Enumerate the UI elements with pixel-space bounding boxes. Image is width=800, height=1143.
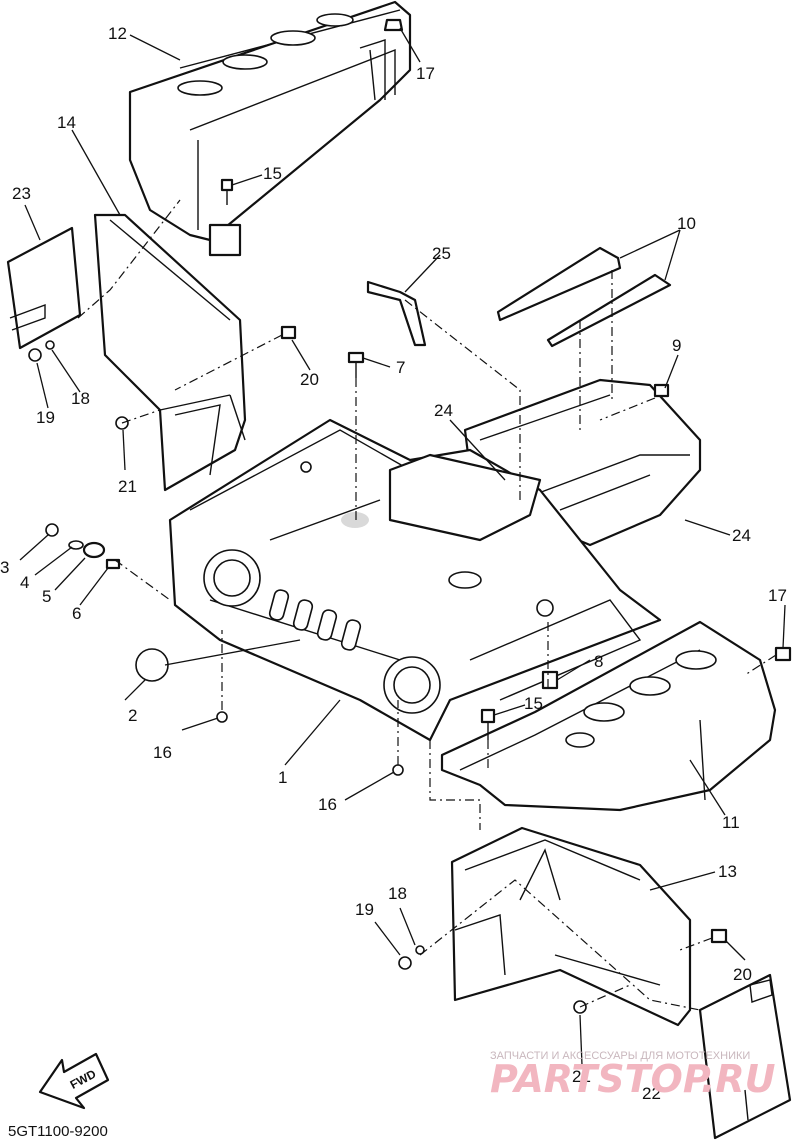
callout-19-left: 19: [36, 408, 55, 427]
callout-19-right: 19: [355, 900, 374, 919]
part-13-right-flap: [450, 826, 692, 1027]
callout-13: 13: [718, 862, 737, 881]
callout-5: 5: [42, 587, 51, 606]
callout-labels: 12 17 15 14 23 25 10 9 7 20 24 24 19 18 …: [0, 24, 787, 1103]
watermark-tagline: ЗАПЧАСТИ И АКСЕССУАРЫ ДЛЯ МОТОТЕХНИКИ: [490, 1050, 750, 1062]
callout-7: 7: [396, 358, 405, 377]
part-14-left-flap: [93, 213, 247, 492]
callout-15-center: 15: [524, 694, 543, 713]
callout-24-right: 24: [732, 526, 751, 545]
callout-10: 10: [677, 214, 696, 233]
callout-3: 3: [0, 558, 9, 577]
callout-11: 11: [722, 813, 740, 832]
callout-9: 9: [672, 336, 681, 355]
callout-25: 25: [432, 244, 451, 263]
callout-21-left: 21: [118, 477, 137, 496]
callout-15-top: 15: [263, 164, 282, 183]
callout-20-right: 20: [733, 965, 752, 984]
callout-16-center: 16: [318, 795, 337, 814]
part-10-trim: [496, 246, 672, 348]
leader-lines: [19, 27, 786, 1066]
watermark: ЗАПЧАСТИ И АКСЕССУАРЫ ДЛЯ МОТОТЕХНИКИ PA…: [490, 1050, 776, 1101]
callout-23: 23: [12, 184, 31, 203]
assembly-lines: [77, 199, 777, 1011]
callout-20-top: 20: [300, 370, 319, 389]
part-12-upper-guard: [128, 0, 412, 257]
part-25-strip: [366, 280, 427, 347]
callout-8: 8: [594, 652, 603, 671]
callout-16-left: 16: [153, 743, 172, 762]
callout-21-right: 21: [572, 1067, 591, 1086]
callout-22: 22: [642, 1084, 661, 1103]
callout-6: 6: [72, 604, 81, 623]
part-23-left-plate: [6, 226, 82, 350]
watermark-brand: PARTSTOP.RU: [490, 1057, 776, 1101]
callout-18-left: 18: [71, 389, 90, 408]
part-1-main-body: [168, 418, 662, 742]
diagram-code: 5GT1100-9200: [8, 1123, 108, 1140]
fwd-arrow: FWD: [38, 1052, 110, 1110]
callout-1: 1: [278, 768, 287, 787]
callout-4: 4: [20, 573, 29, 592]
part-22-right-plate: [698, 973, 792, 1140]
callout-18-right: 18: [388, 884, 407, 903]
callout-12: 12: [108, 24, 127, 43]
callout-14: 14: [57, 113, 76, 132]
callout-17-top: 17: [416, 64, 435, 83]
callout-17-right: 17: [768, 586, 787, 605]
callout-2: 2: [128, 706, 137, 725]
callout-24-top: 24: [434, 401, 453, 420]
